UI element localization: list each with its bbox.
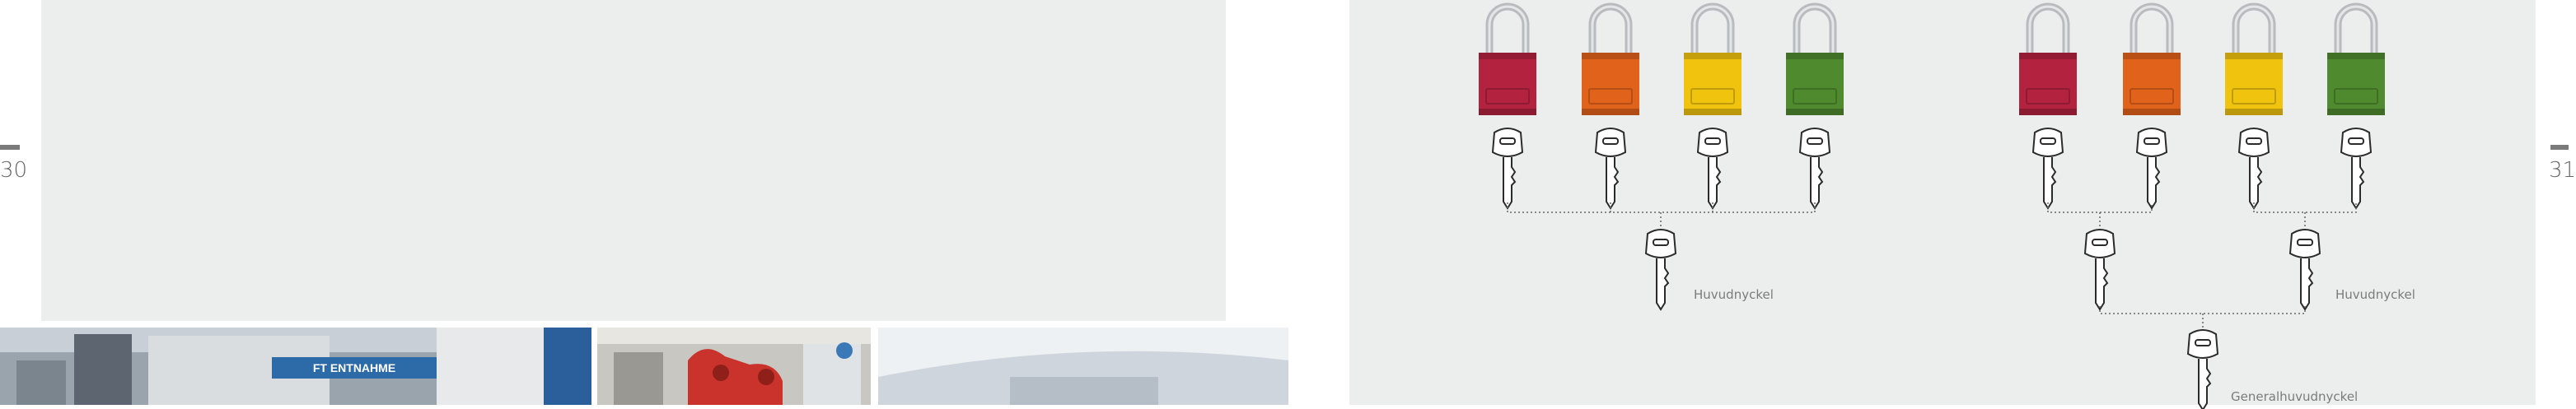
photo-sign-text: FT ENTNAHME — [313, 361, 395, 374]
key-right-2 — [2135, 128, 2168, 210]
connector-grand-master — [2099, 306, 2306, 328]
page-marker-right — [2550, 145, 2569, 150]
padlock-left-3 — [1684, 2, 1741, 115]
key-left-4 — [1798, 128, 1831, 210]
padlock-left-1 — [1479, 2, 1536, 115]
photo-red-lockout — [597, 328, 871, 405]
connector-left-master — [1507, 202, 1816, 226]
master-key-left — [1644, 229, 1677, 311]
padlock-right-4 — [2327, 2, 2385, 115]
grand-master-key — [2186, 329, 2219, 409]
page-marker-left — [0, 145, 20, 150]
left-page-panel — [41, 0, 1226, 321]
key-left-1 — [1491, 128, 1524, 210]
page-number-right: 31 — [2549, 158, 2576, 183]
grand-master-key-label: Generalhuvudnyckel — [2231, 389, 2359, 404]
master-key-label-left: Huvudnyckel — [1694, 287, 1774, 302]
connector-right-group-1 — [2047, 202, 2153, 226]
connector-right-group-2 — [2253, 202, 2357, 226]
key-right-3 — [2237, 128, 2270, 210]
padlock-right-1 — [2019, 2, 2077, 115]
key-right-4 — [2340, 128, 2373, 210]
master-key-diagram — [1479, 2, 2385, 409]
key-left-3 — [1696, 128, 1729, 210]
master-key-right-1 — [2083, 229, 2116, 311]
photo-machine-hall: FT ENTNAHME — [0, 328, 591, 405]
padlock-left-2 — [1582, 2, 1639, 115]
padlock-right-3 — [2225, 2, 2283, 115]
key-right-1 — [2031, 128, 2064, 210]
master-key-label-right: Huvudnyckel — [2335, 287, 2415, 302]
key-left-2 — [1594, 128, 1627, 210]
padlock-left-4 — [1786, 2, 1844, 115]
padlock-right-2 — [2123, 2, 2181, 115]
master-key-right-2 — [2288, 229, 2321, 311]
page-number-left: 30 — [0, 158, 28, 183]
photo-white-interior — [878, 328, 1288, 405]
